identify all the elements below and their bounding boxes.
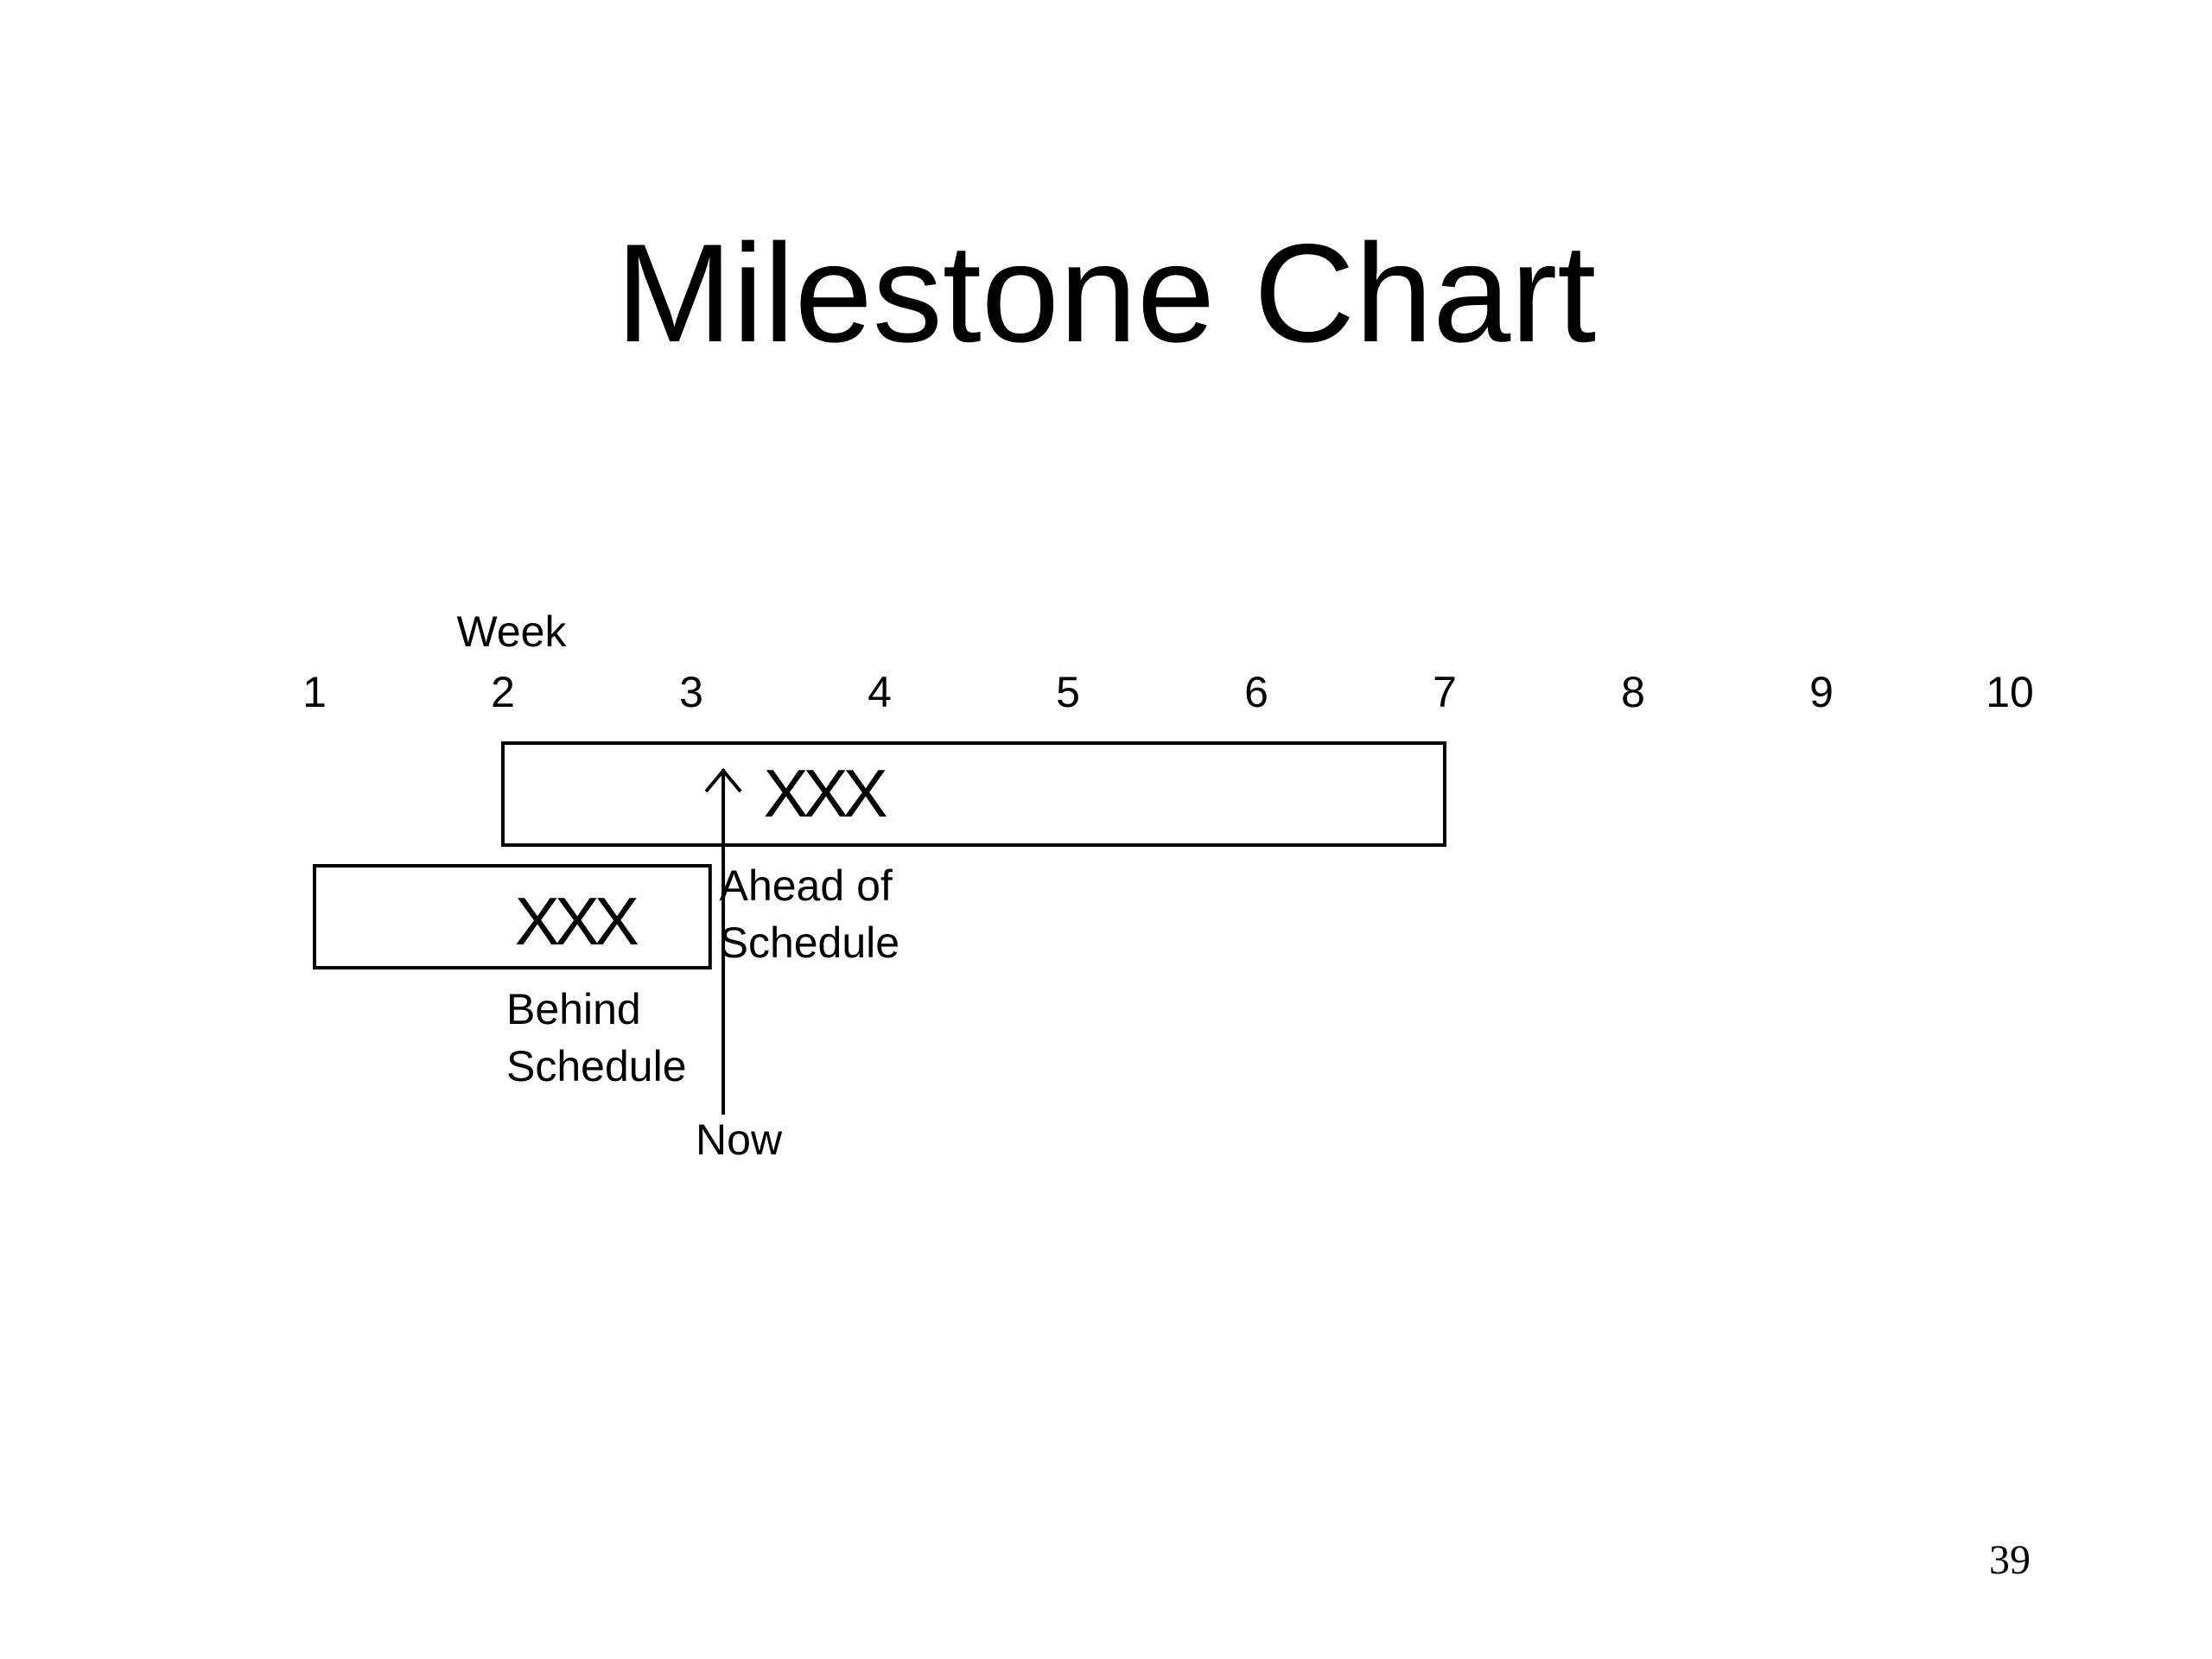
task-bar [313,864,712,969]
milestone-marker: XXX [515,883,639,959]
week-tick-label: 3 [679,668,703,716]
now-label: Now [696,1116,783,1164]
milestone-marker: XXX [764,755,887,831]
status-label: Ahead of [720,861,893,910]
slide-title: Milestone Chart [615,215,1597,372]
page-number: 39 [1989,1537,2031,1583]
week-tick-label: 6 [1244,668,1268,716]
now-arrowhead [704,767,742,793]
week-tick-label: 10 [1986,668,2034,716]
now-marker: Now [696,767,783,1164]
week-tick-label: 7 [1433,668,1457,716]
status-label: Behind [506,985,641,1033]
week-tick-label: 2 [491,668,515,716]
week-ticks: 1 2 3 4 5 6 7 8 9 10 [302,668,2034,716]
status-label: Schedule [506,1042,687,1090]
week-tick-label: 9 [1809,668,1834,716]
status-label: Schedule [720,918,900,967]
task-bar [501,741,1446,847]
week-tick-label: 5 [1056,668,1080,716]
week-tick-label: 8 [1621,668,1645,716]
axis-title: Week [457,607,568,656]
week-tick-label: 1 [302,668,327,716]
week-tick-label: 4 [868,668,892,716]
